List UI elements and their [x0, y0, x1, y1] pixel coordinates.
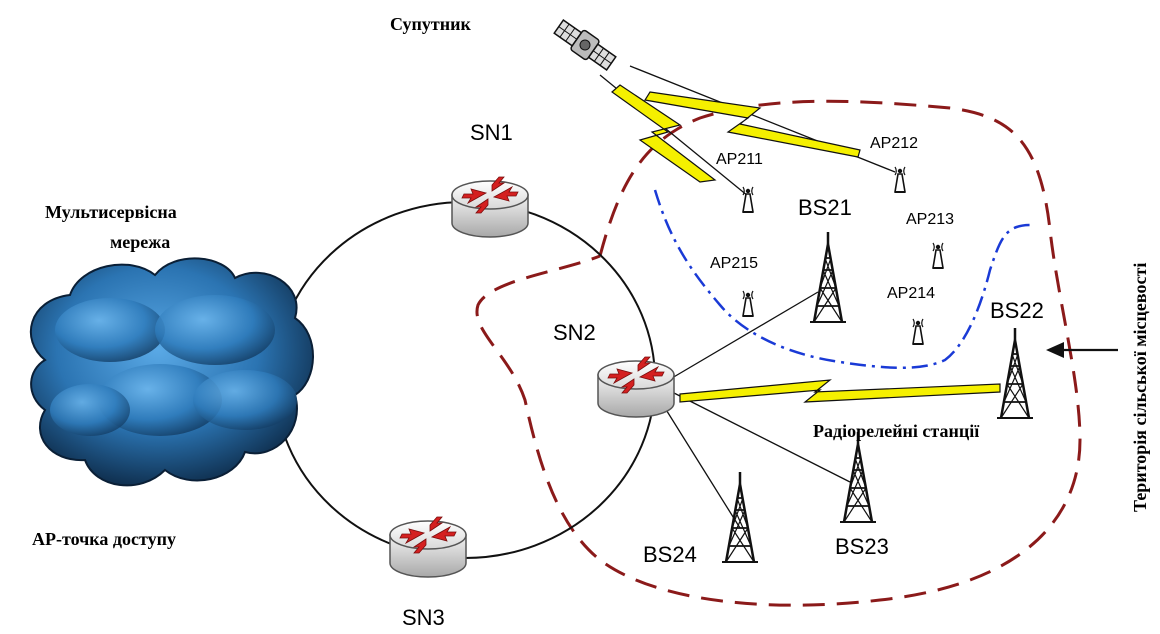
node-label-bs23: BS23: [835, 534, 889, 559]
router-icon: [597, 356, 675, 418]
tower-icon: [838, 430, 878, 524]
radio-link-bolts: [611, 84, 1001, 403]
lightning-bolt: [611, 84, 717, 183]
router-icon: [451, 176, 529, 238]
arrow-left-icon: [1046, 342, 1118, 358]
ap-note-label: АР-точка доступу: [32, 529, 176, 549]
access-point-icon: [742, 186, 754, 213]
access-point-icon: [932, 242, 944, 269]
ap-coverage-zone: [653, 189, 1031, 370]
satellite-icon: [553, 19, 617, 71]
node-label-ap215: AP215: [710, 255, 758, 272]
lightning-bolt: [644, 91, 861, 158]
territory-label: Територія сільської місцевості: [1130, 263, 1150, 512]
access-point-icon: [742, 290, 754, 317]
node-label-ap213: AP213: [906, 211, 954, 228]
bs-links: [664, 291, 851, 529]
node-label-sn2: SN2: [553, 320, 596, 345]
access-point-icon: [912, 318, 924, 345]
access-point-icon: [894, 166, 906, 193]
node-label-ap214: AP214: [887, 285, 935, 302]
node-label-ap212: AP212: [870, 135, 918, 152]
node-label-sn3: SN3: [402, 605, 445, 630]
node-label-bs24: BS24: [643, 542, 697, 567]
cloud-icon: [29, 257, 314, 487]
network-label-line2: мережа: [110, 232, 170, 252]
network-label-line1: Мультисервісна: [45, 202, 177, 222]
rural-boundary: [475, 99, 1082, 607]
node-label-sn1: SN1: [470, 120, 513, 145]
node-label-bs22: BS22: [990, 298, 1044, 323]
lightning-bolt: [679, 379, 1001, 403]
tower-icon: [995, 326, 1035, 420]
router-icon: [389, 516, 467, 578]
node-label-bs21: BS21: [798, 195, 852, 220]
satellite-label: Супутник: [390, 14, 472, 34]
node-label-ap211: AP211: [716, 151, 763, 168]
relay-label: Радіорелейні станції: [813, 421, 980, 441]
tower-icon: [720, 470, 760, 564]
tower-icon: [808, 230, 848, 324]
